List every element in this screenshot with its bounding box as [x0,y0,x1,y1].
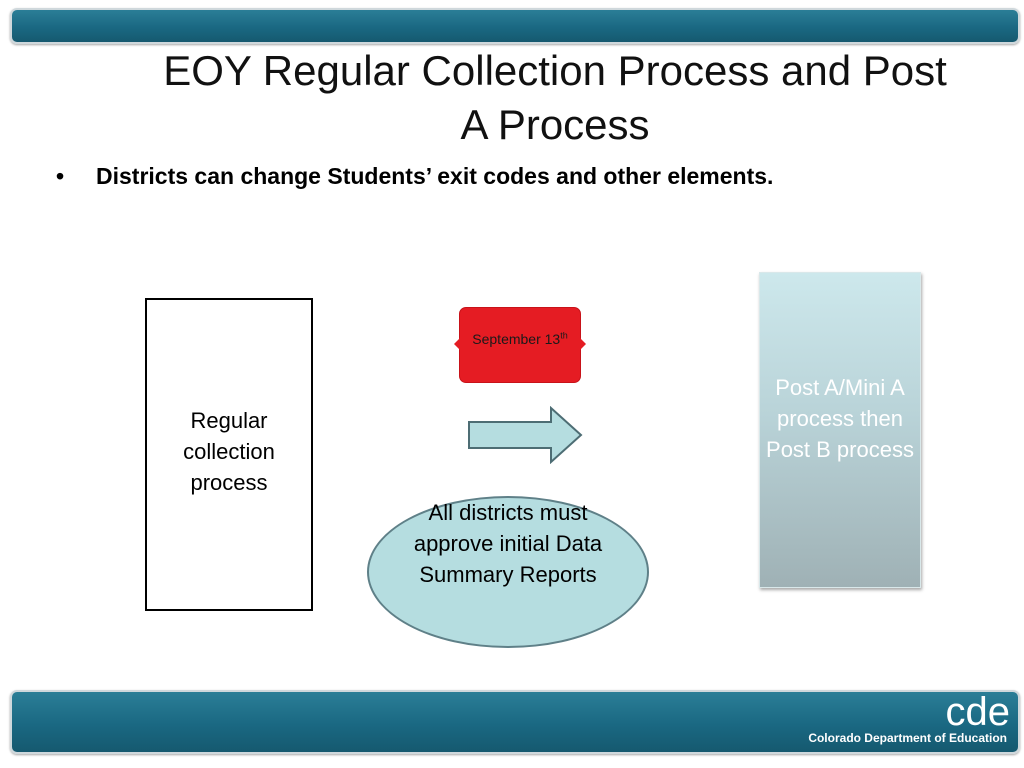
bullet-text: Districts can change Students’ exit code… [96,163,774,189]
footer-bar [10,690,1020,754]
date-badge: September 13th [454,307,586,383]
regular-collection-label: Regular collection process [183,408,275,495]
date-badge-label: September 13 [472,331,561,347]
cde-logo: cde [945,690,1011,734]
regular-collection-box: Regular collection process [145,298,313,611]
post-process-box: Post A/Mini A process then Post B proces… [759,272,921,588]
bullet-marker: • [56,163,65,189]
badge-notch-left [454,338,460,350]
approval-ellipse [367,496,649,648]
right-arrow-icon [468,406,583,464]
organization-name: Colorado Department of Education [808,731,1007,745]
post-process-label: Post A/Mini A process then Post B proces… [766,375,914,462]
date-badge-superscript: th [560,330,568,341]
slide-title: EOY Regular Collection Process and Post … [163,47,947,148]
badge-notch-right [580,338,586,350]
approval-ellipse-label: All districts must approve initial Data … [413,500,603,587]
top-banner-bar [10,8,1020,44]
